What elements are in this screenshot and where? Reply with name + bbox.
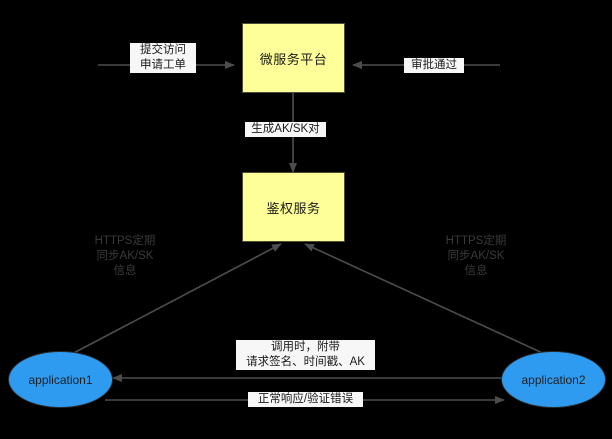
node-auth-service[interactable]: 鉴权服务 (242, 172, 345, 242)
edge-label-submit-request: 提交访问 申请工单 (130, 43, 196, 73)
node-label: 微服务平台 (259, 51, 328, 67)
edge-label-sync-left: HTTPS定期 同步AK/SK 信息 (94, 235, 156, 277)
node-label: 鉴权服务 (266, 200, 321, 216)
node-label: application2 (521, 372, 586, 387)
edge-label-generate-aksk: 生成AK/SK对 (245, 122, 326, 137)
edge-label-call-with-signature: 调用时，附带 请求签名、时间戳、AK (236, 340, 375, 370)
edge-label-sync-right: HTTPS定期 同步AK/SK 信息 (445, 235, 507, 277)
edge-label-normal-response: 正常响应/验证错误 (248, 392, 363, 407)
node-application2[interactable]: application2 (501, 351, 606, 408)
node-microservice-platform[interactable]: 微服务平台 (242, 23, 345, 93)
node-label: application1 (28, 372, 93, 387)
node-application1[interactable]: application1 (8, 351, 113, 408)
edge-label-approval-passed: 审批通过 (404, 58, 464, 73)
